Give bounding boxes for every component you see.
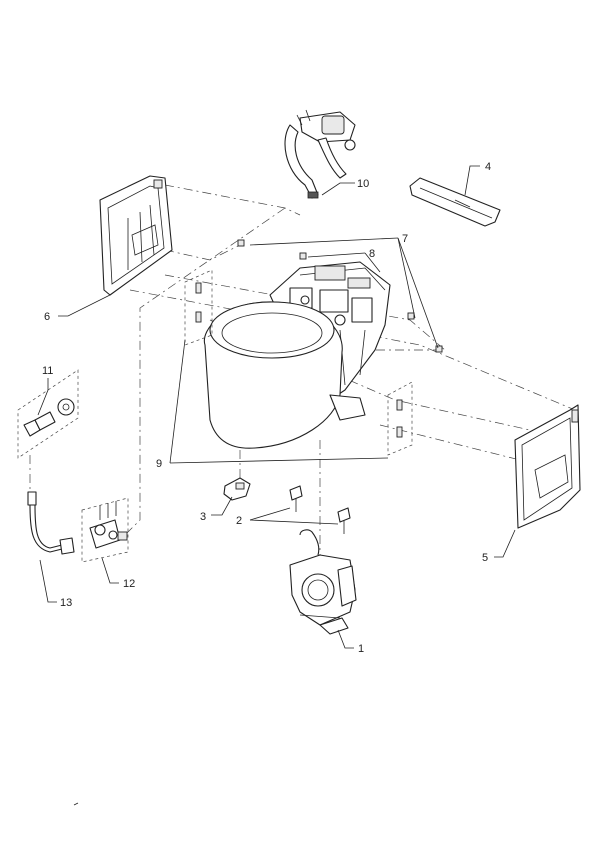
side-panel-left xyxy=(99,175,173,296)
callout-6: 6 xyxy=(44,311,50,323)
flex-hose xyxy=(27,491,75,555)
toilet-bowl xyxy=(203,301,366,449)
callout-8: 8 xyxy=(369,248,375,260)
top-cover-strip xyxy=(409,177,501,227)
callout-1: 1 xyxy=(358,643,364,655)
fasteners xyxy=(289,485,351,534)
base-outlet xyxy=(289,529,357,635)
clip-boxes xyxy=(184,269,413,456)
callout-11: 11 xyxy=(42,365,53,377)
callout-12: 12 xyxy=(123,578,135,590)
clips xyxy=(237,239,443,353)
callout-labels: 1 2 3 4 5 6 7 8 9 10 11 12 13 xyxy=(42,161,491,655)
callout-2: 2 xyxy=(236,515,242,527)
callout-5: 5 xyxy=(482,552,488,564)
callout-10: 10 xyxy=(357,178,369,190)
valve-block-kit xyxy=(81,497,129,563)
connector-kit xyxy=(17,369,79,459)
bracket xyxy=(223,477,251,501)
callout-9: 9 xyxy=(156,458,162,470)
callout-7: 7 xyxy=(402,233,408,245)
side-panel-right xyxy=(514,404,581,529)
hose-valve-assembly xyxy=(284,109,356,199)
callout-3: 3 xyxy=(200,511,206,523)
callout-4: 4 xyxy=(485,161,491,173)
leader-lines xyxy=(37,165,516,649)
callout-13: 13 xyxy=(60,597,72,609)
corner-mark xyxy=(73,802,79,806)
